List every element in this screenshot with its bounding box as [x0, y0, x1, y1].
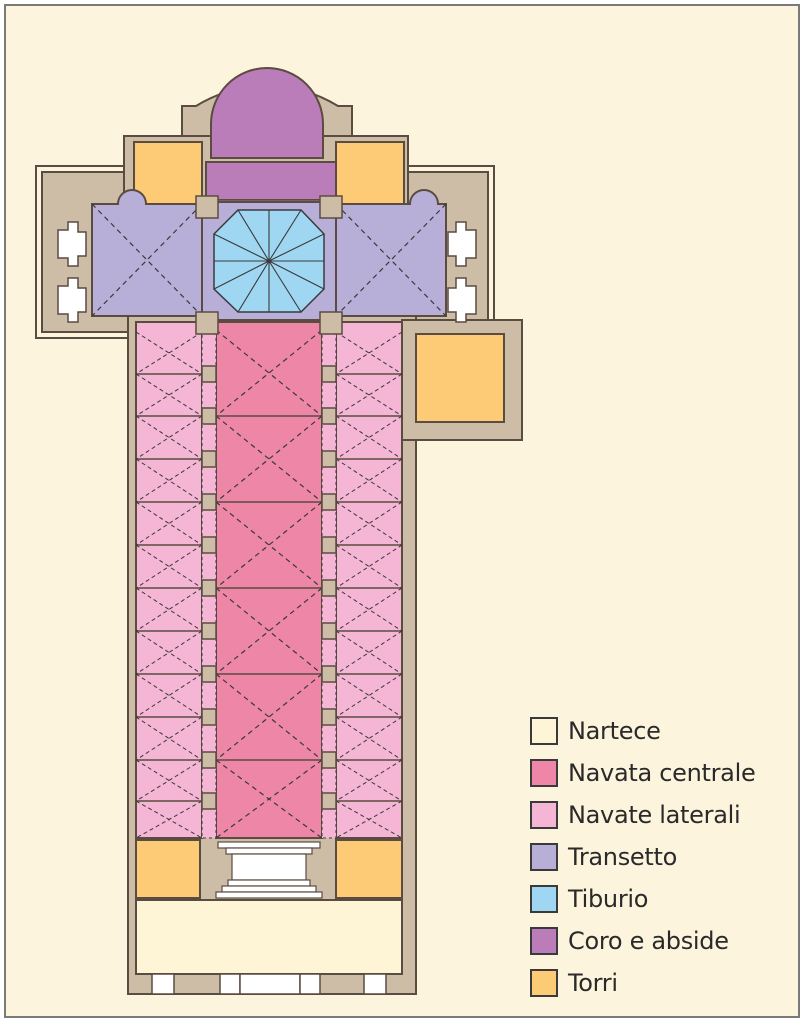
legend-label: Nartece [568, 717, 661, 745]
transept [91, 189, 447, 317]
towers [133, 141, 505, 899]
church-floor-plan [35, 67, 523, 995]
legend-item-coro-abside: Coro e abside [530, 920, 780, 962]
entrance-steps [215, 841, 323, 899]
legend-label: Tiburio [568, 885, 649, 913]
aisle-left [135, 321, 203, 839]
nave-piers [201, 365, 337, 810]
legend-swatch [530, 843, 558, 871]
legend-label: Navate laterali [568, 801, 741, 829]
legend-swatch [530, 927, 558, 955]
central-nave [215, 321, 323, 839]
tiburio-ribs [213, 209, 325, 313]
legend-swatch [530, 969, 558, 997]
legend-label: Navata centrale [568, 759, 756, 787]
transept-vault-lines [91, 203, 447, 317]
legend-swatch [530, 717, 558, 745]
tower-north-east [335, 141, 405, 213]
tower-side [415, 333, 505, 423]
legend-item-navate-laterali: Navate laterali [530, 794, 780, 836]
tower-west-right [335, 839, 403, 899]
legend-item-navata-centrale: Navata centrale [530, 752, 780, 794]
transept-end-buttresses [57, 221, 477, 323]
nave-vault-lines [215, 329, 323, 839]
legend-swatch [530, 885, 558, 913]
tower-west-left [135, 839, 201, 899]
facade-doors [151, 973, 387, 995]
apse [210, 67, 324, 159]
legend-item-torri: Torri [530, 962, 780, 1004]
narthex [135, 899, 403, 975]
legend-label: Coro e abside [568, 927, 729, 955]
aisle-vault-lines [135, 331, 403, 839]
side-aisles [135, 321, 403, 839]
aisle-bay-lines [136, 373, 402, 802]
legend-item-transetto: Transetto [530, 836, 780, 878]
legend-swatch [530, 801, 558, 829]
legend-swatch [530, 759, 558, 787]
nave-bay-lines [216, 415, 322, 761]
crossing-piers [195, 195, 343, 335]
choir [205, 161, 337, 201]
legend-label: Torri [568, 969, 618, 997]
legend-label: Transetto [568, 843, 677, 871]
legend-item-tiburio: Tiburio [530, 878, 780, 920]
legend-item-nartece: Nartece [530, 710, 780, 752]
